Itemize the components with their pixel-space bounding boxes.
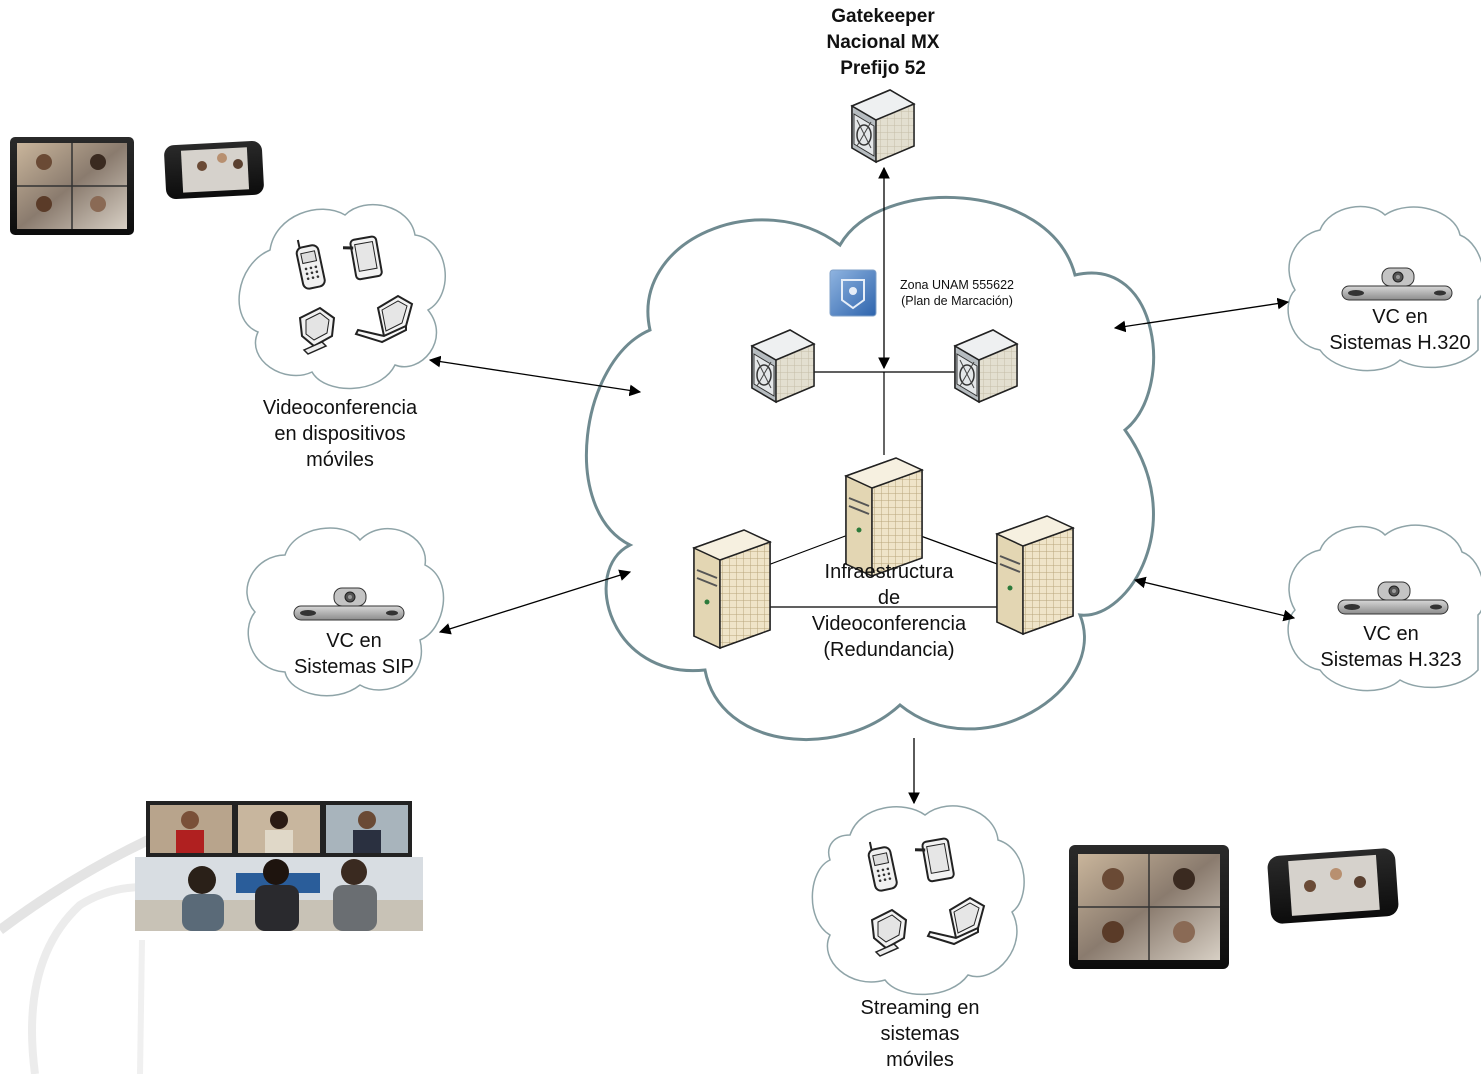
- cloud-moviles: [238, 203, 446, 390]
- server-left-icon: [693, 529, 771, 649]
- moviles-line-2: en dispositivos: [274, 423, 406, 445]
- sip-label: VC en Sistemas SIP: [264, 628, 444, 680]
- tablet-image-top: [10, 137, 134, 235]
- moviles-line-3: móviles: [306, 449, 374, 471]
- infraestructura-line-2: de: [877, 587, 901, 609]
- gatekeeper-line-2: Nacional MX: [826, 32, 940, 53]
- infraestructura-label: Infraestructura de Videoconferencia (Red…: [779, 559, 999, 663]
- gatekeeper-line-3: Prefijo 52: [840, 58, 926, 79]
- streaming-label: Streaming en sistemas móviles: [830, 995, 1010, 1073]
- streaming-line-1: Streaming en: [860, 997, 980, 1019]
- unam-logo-icon: [829, 269, 877, 317]
- gatekeeper-line-1: Gatekeeper: [831, 6, 935, 27]
- h320-line-1: VC en: [1372, 306, 1428, 328]
- server-right-icon: [996, 515, 1074, 635]
- gatekeeper-label: Gatekeeper Nacional MX Prefijo 52: [783, 4, 983, 82]
- sip-line-2: Sistemas SIP: [293, 656, 415, 678]
- arrow-sip: [438, 569, 632, 635]
- zona-line-2: (Plan de Marcación): [901, 294, 1013, 308]
- arrow-h323: [1133, 576, 1296, 622]
- phone-image-top: [164, 140, 264, 200]
- arrow-moviles: [428, 355, 642, 397]
- internal-links: [767, 371, 1001, 608]
- infraestructura-line-3: Videoconferencia: [811, 613, 967, 635]
- h323-line-2: Sistemas H.323: [1320, 649, 1462, 671]
- tablet-image-bottom: [1069, 845, 1229, 969]
- cloud-streaming: [811, 805, 1025, 996]
- streaming-line-3: móviles: [886, 1049, 954, 1071]
- zona-label: Zona UNAM 555622 (Plan de Marcación): [884, 277, 1030, 309]
- h320-label: VC en Sistemas H.320: [1316, 304, 1481, 356]
- h323-line-1: VC en: [1363, 623, 1419, 645]
- gatekeeper-nacional-icon: [851, 89, 915, 163]
- infraestructura-line-1: Infraestructura: [824, 561, 954, 583]
- h320-line-2: Sistemas H.320: [1329, 332, 1471, 354]
- phone-image-bottom: [1267, 848, 1399, 924]
- moviles-label: Videoconferencia en dispositivos móviles: [240, 395, 440, 473]
- moviles-line-1: Videoconferencia: [262, 397, 418, 419]
- streaming-line-2: sistemas: [880, 1023, 960, 1045]
- arrow-h320: [1113, 297, 1290, 333]
- sip-line-1: VC en: [326, 630, 382, 652]
- zona-line-1: Zona UNAM 555622: [900, 278, 1014, 292]
- telepresence-image: [135, 801, 423, 931]
- infraestructura-line-4: (Redundancia): [823, 639, 955, 661]
- h323-label: VC en Sistemas H.323: [1306, 621, 1476, 673]
